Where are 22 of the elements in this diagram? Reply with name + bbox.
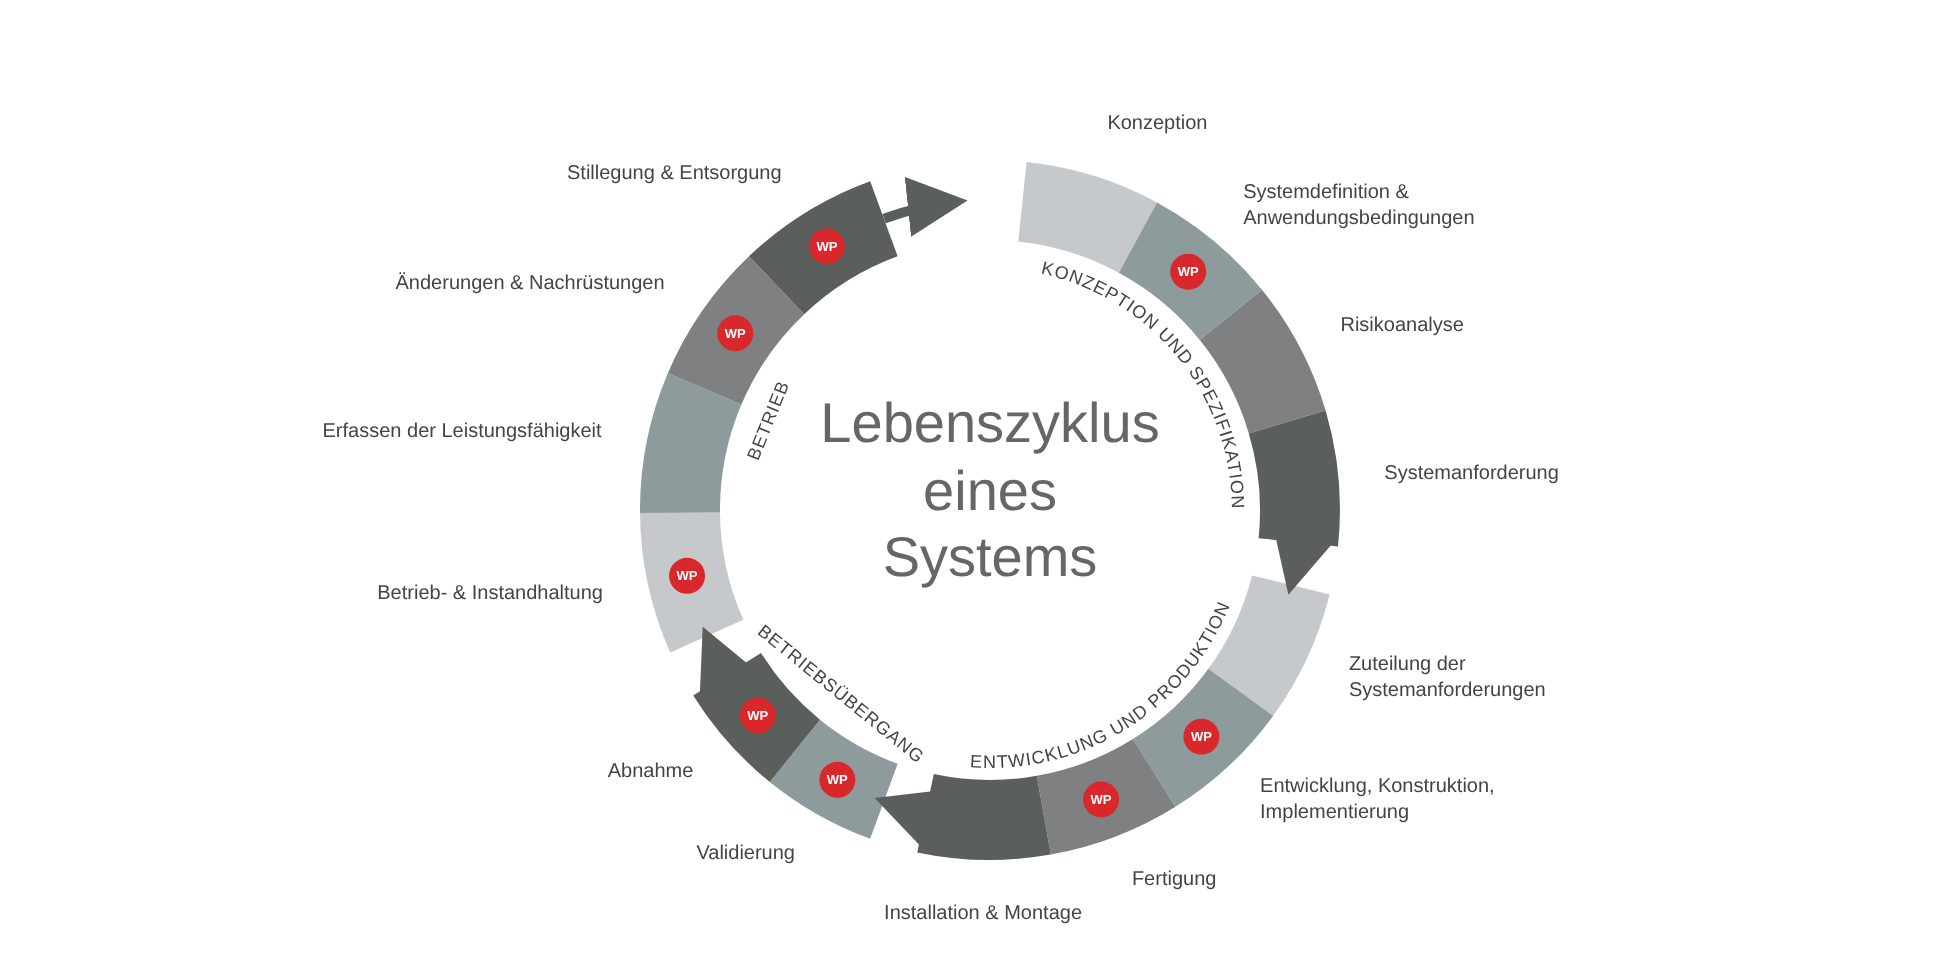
ring-segment — [1248, 410, 1340, 547]
step-label: Entwicklung, Konstruktion, Implementierung — [1260, 773, 1497, 826]
arrow — [882, 178, 968, 239]
step-label: Zuteilung der Systemanforderungen — [1348, 651, 1548, 704]
step-label: Fertigung — [1131, 866, 1217, 893]
ring-arrow-band — [693, 620, 929, 839]
diagram-title: Lebenszyklus eines Systems — [820, 390, 1160, 592]
step-label: Systemdefinition & Anwendungsbedingungen — [1243, 179, 1477, 232]
step-label: Risikoanalyse — [1340, 312, 1464, 339]
step-label: Stillegung & Entsorgung — [567, 160, 782, 187]
step-label: Installation & Montage — [884, 900, 1082, 927]
ring-segment — [640, 512, 744, 653]
step-label: Konzeption — [1107, 111, 1208, 137]
ring-segment — [917, 774, 1051, 860]
step-label: Systemanforderung — [1384, 460, 1559, 487]
step-label: Betrieb- & Instandhaltung — [377, 581, 603, 607]
step-label: Validierung — [696, 841, 795, 868]
step-label: Erfassen der Leistungsfähigkeit — [322, 419, 602, 446]
step-label: Abnahme — [607, 759, 694, 786]
step-label: Änderungen & Nachrüstungen — [395, 271, 665, 298]
ring-segment — [749, 181, 898, 315]
ring-segment — [640, 373, 742, 513]
